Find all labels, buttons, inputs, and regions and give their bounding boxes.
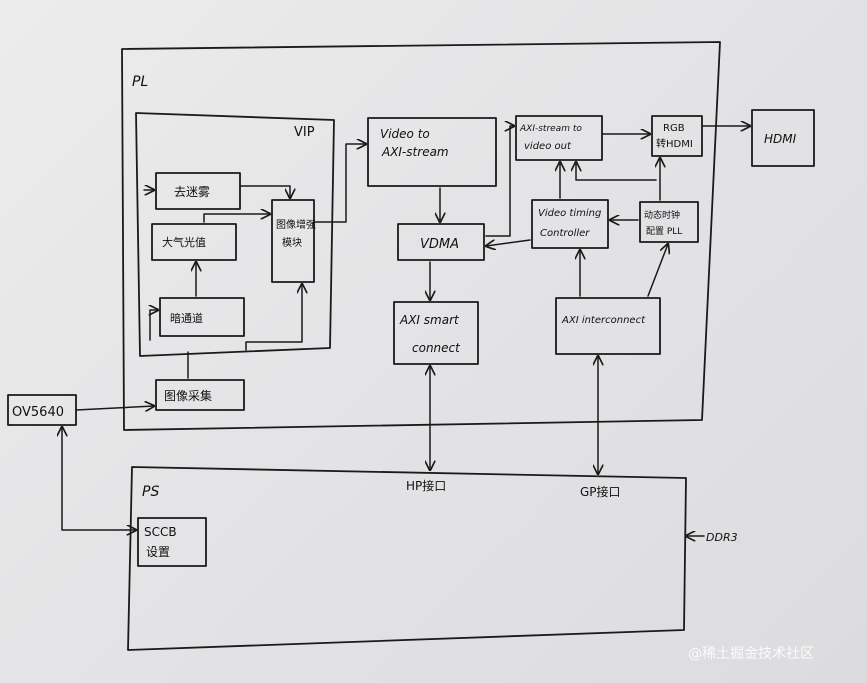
block-axi-interconnect: AXI interconnect: [555, 297, 661, 355]
dynamic-clock-label-2: 配置 PLL: [646, 226, 682, 237]
interconnect-label: AXI interconnect: [561, 315, 646, 326]
sccb-label-2: 设置: [146, 545, 170, 559]
block-image-enhance: 图像增强 模块: [271, 199, 316, 283]
block-axi-smart-connect: AXI smart connect: [393, 301, 479, 365]
block-axi-stream-to-video-out: AXI-stream to video out: [515, 115, 603, 161]
block-hdmi: HDMI: [751, 109, 815, 167]
vip-region: VIP: [135, 112, 335, 357]
ps-label: PS: [142, 484, 159, 500]
block-atmospheric-light: 大气光值: [151, 223, 237, 261]
block-sccb-settings: SCCB 设置: [137, 517, 207, 567]
image-enhance-label-1: 图像增强: [276, 218, 316, 231]
video-to-axi-label-2: AXI-stream: [381, 145, 449, 159]
block-dynamic-clock-pll: 动态时钟 配置 PLL: [639, 201, 699, 243]
pl-label: PL: [132, 74, 148, 90]
gp-port-label: GP接口: [580, 484, 621, 499]
dehaze-label: 去迷雾: [174, 185, 210, 199]
sccb-label-1: SCCB: [144, 525, 177, 539]
block-dehaze: 去迷雾: [155, 172, 241, 210]
rgb-to-hdmi-label-2: 转HDMI: [656, 137, 693, 150]
hdmi-label: HDMI: [764, 132, 797, 146]
smart-connect-label-1: AXI smart: [399, 313, 460, 327]
hp-port-label: HP接口: [406, 478, 446, 493]
block-vdma: VDMA: [397, 223, 485, 261]
rgb-to-hdmi-label-1: RGB: [663, 123, 685, 134]
block-ov5640-camera: OV5640: [7, 394, 77, 426]
image-enhance-label-2: 模块: [282, 237, 302, 249]
dynamic-clock-label-1: 动态时钟: [644, 209, 680, 221]
image-capture-label: 图像采集: [164, 388, 212, 403]
video-to-axi-label-1: Video to: [380, 127, 430, 141]
block-dark-channel: 暗通道: [159, 297, 245, 337]
watermark-text: @稀土掘金技术社区: [688, 646, 814, 662]
connections: [62, 126, 750, 536]
vip-label: VIP: [294, 125, 315, 140]
ddr3-label: DDR3: [706, 531, 738, 544]
atmospheric-light-label: 大气光值: [162, 235, 206, 249]
vdma-label: VDMA: [420, 237, 459, 252]
vtc-label-1: Video timing: [538, 208, 601, 219]
dark-channel-label: 暗通道: [170, 311, 203, 325]
pl-region: PL: [121, 41, 721, 431]
block-image-capture: 图像采集: [155, 379, 245, 411]
axi-to-video-label-1: AXI-stream to: [519, 124, 582, 134]
block-rgb-to-hdmi: RGB 转HDMI: [651, 115, 703, 157]
vtc-label-2: Controller: [540, 228, 590, 239]
camera-label: OV5640: [12, 405, 64, 420]
axi-to-video-label-2: video out: [524, 141, 572, 152]
block-video-timing-controller: Video timing Controller: [531, 199, 609, 249]
block-video-to-axi-stream: Video to AXI-stream: [367, 117, 497, 187]
ps-region: PS HP接口 GP接口: [127, 466, 687, 651]
smart-connect-label-2: connect: [412, 341, 461, 355]
